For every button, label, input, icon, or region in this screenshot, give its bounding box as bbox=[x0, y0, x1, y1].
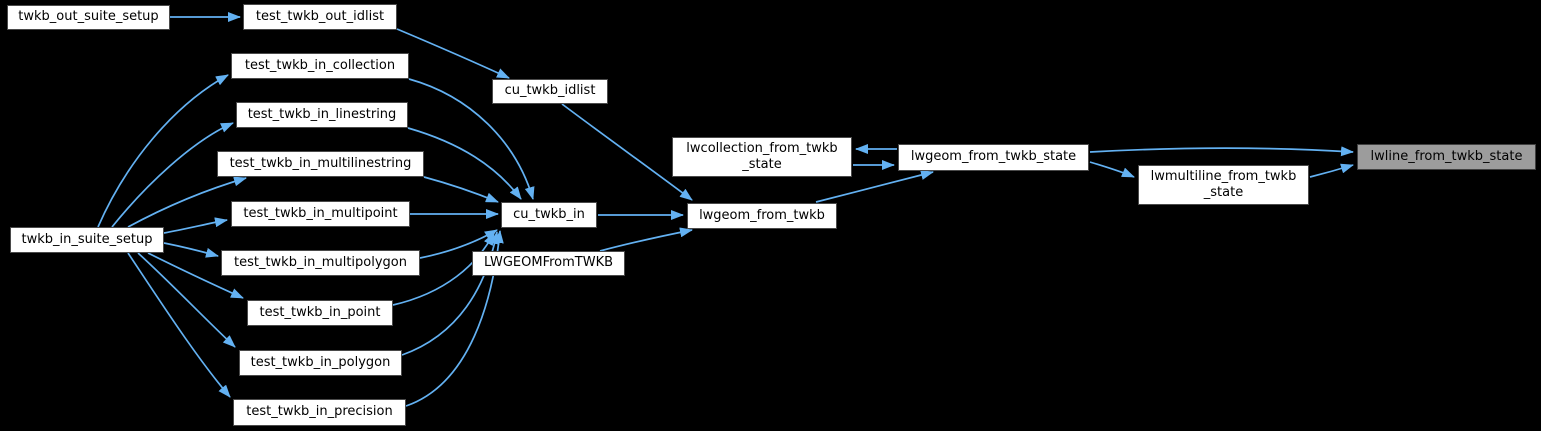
edge-group bbox=[97, 12, 1354, 407]
node-label: _state bbox=[742, 157, 782, 172]
node-label: lwgeom_from_twkb_state bbox=[910, 149, 1077, 165]
edge-twkb_in_suite_setup--test_twkb_in_precision bbox=[127, 252, 231, 398]
node-test_twkb_in_polygon[interactable]: test_twkb_in_polygon bbox=[239, 350, 402, 376]
node-label: lwgeom_from_twkb bbox=[699, 207, 825, 223]
node-test_twkb_in_precision[interactable]: test_twkb_in_precision bbox=[233, 399, 406, 426]
node-lwcollection_from_twkb_state[interactable]: lwcollection_from_twkb_state bbox=[672, 137, 852, 177]
node-label: test_twkb_in_linestring bbox=[247, 106, 397, 122]
edge-lwgeom_from_twkb_state--lwline_from_twkb_state bbox=[1089, 146, 1354, 157]
node-label: test_twkb_in_multilinestring bbox=[229, 155, 412, 171]
edge-twkb_in_suite_setup--test_twkb_in_multilinestring bbox=[127, 176, 247, 228]
node-cu_twkb_idlist[interactable]: cu_twkb_idlist bbox=[492, 79, 608, 104]
edge-twkb_in_suite_setup--test_twkb_in_point bbox=[147, 252, 244, 299]
node-label: twkb_in_suite_setup bbox=[21, 231, 153, 247]
edge-test_twkb_in_collection--cu_twkb_in bbox=[408, 78, 535, 200]
node-test_twkb_in_point[interactable]: test_twkb_in_point bbox=[247, 300, 393, 326]
edge-lwgeom_from_twkb_state--lwmultiline_from_twkb_state bbox=[1089, 161, 1135, 178]
node-lwgeom_from_twkb[interactable]: lwgeom_from_twkb bbox=[687, 203, 837, 229]
node-label: lwcollection_from_twkb bbox=[686, 140, 838, 156]
node-label: cu_twkb_in bbox=[513, 206, 585, 222]
edge-lwgeom_from_twkb--lwgeom_from_twkb_state bbox=[815, 170, 934, 203]
node-lwline_from_twkb_state[interactable]: lwline_from_twkb_state bbox=[1357, 144, 1536, 170]
node-label: cu_twkb_idlist bbox=[504, 83, 596, 99]
node-label: _state bbox=[1203, 185, 1244, 200]
node-label: LWGEOMFromTWKB bbox=[483, 255, 614, 271]
node-cu_twkb_in[interactable]: cu_twkb_in bbox=[501, 202, 597, 228]
node-test_twkb_out_idlist[interactable]: test_twkb_out_idlist bbox=[243, 4, 397, 30]
node-label: lwline_from_twkb_state bbox=[1370, 148, 1523, 164]
edge-cu_twkb_idlist--lwgeom_from_twkb bbox=[561, 103, 693, 201]
edge-test_twkb_in_multilinestring--cu_twkb_in bbox=[423, 176, 499, 203]
edge-test_twkb_out_idlist--cu_twkb_idlist bbox=[396, 28, 510, 79]
edge-test_twkb_in_linestring--cu_twkb_in bbox=[407, 127, 522, 200]
node-label: test_twkb_in_multipolygon bbox=[233, 254, 407, 270]
node-twkb_in_suite_setup[interactable]: twkb_in_suite_setup bbox=[10, 227, 164, 253]
node-test_twkb_in_multipoint[interactable]: test_twkb_in_multipoint bbox=[231, 201, 410, 227]
node-lwgeom_from_twkb_state[interactable]: lwgeom_from_twkb_state bbox=[898, 144, 1089, 171]
edge-test_twkb_in_point--cu_twkb_in bbox=[392, 232, 495, 306]
node-twkb_out_suite_setup[interactable]: twkb_out_suite_setup bbox=[7, 5, 170, 30]
node-label: test_twkb_in_collection bbox=[244, 57, 396, 73]
node-test_twkb_in_multipolygon[interactable]: test_twkb_in_multipolygon bbox=[221, 250, 420, 276]
node-label: twkb_out_suite_setup bbox=[18, 9, 159, 25]
node-label: test_twkb_in_point bbox=[259, 304, 381, 320]
edge-twkb_in_suite_setup--test_twkb_in_multipolygon bbox=[163, 242, 219, 258]
edge-LWGEOMFromTWKB--lwgeom_from_twkb bbox=[599, 227, 693, 252]
node-lwmultiline_from_twkb_state[interactable]: lwmultiline_from_twkb_state bbox=[1138, 165, 1309, 205]
node-label: lwmultiline_from_twkb bbox=[1150, 168, 1297, 184]
node-label: test_twkb_out_idlist bbox=[255, 8, 385, 24]
node-label: test_twkb_in_multipoint bbox=[243, 205, 398, 221]
node-LWGEOMFromTWKB[interactable]: LWGEOMFromTWKB bbox=[472, 251, 625, 276]
node-label: test_twkb_in_polygon bbox=[250, 354, 391, 370]
edge-lwmultiline_from_twkb_state--lwline_from_twkb_state bbox=[1309, 163, 1354, 178]
edge-twkb_in_suite_setup--test_twkb_in_linestring bbox=[111, 122, 234, 228]
node-test_twkb_in_collection[interactable]: test_twkb_in_collection bbox=[231, 53, 409, 79]
node-label: test_twkb_in_precision bbox=[246, 404, 393, 420]
node-test_twkb_in_linestring[interactable]: test_twkb_in_linestring bbox=[236, 102, 408, 128]
edge-twkb_in_suite_setup--test_twkb_in_collection bbox=[97, 74, 229, 228]
edge-twkb_in_suite_setup--test_twkb_in_multipoint bbox=[163, 217, 228, 234]
node-test_twkb_in_multilinestring[interactable]: test_twkb_in_multilinestring bbox=[217, 151, 424, 177]
edge-twkb_in_suite_setup--test_twkb_in_polygon bbox=[137, 252, 236, 348]
